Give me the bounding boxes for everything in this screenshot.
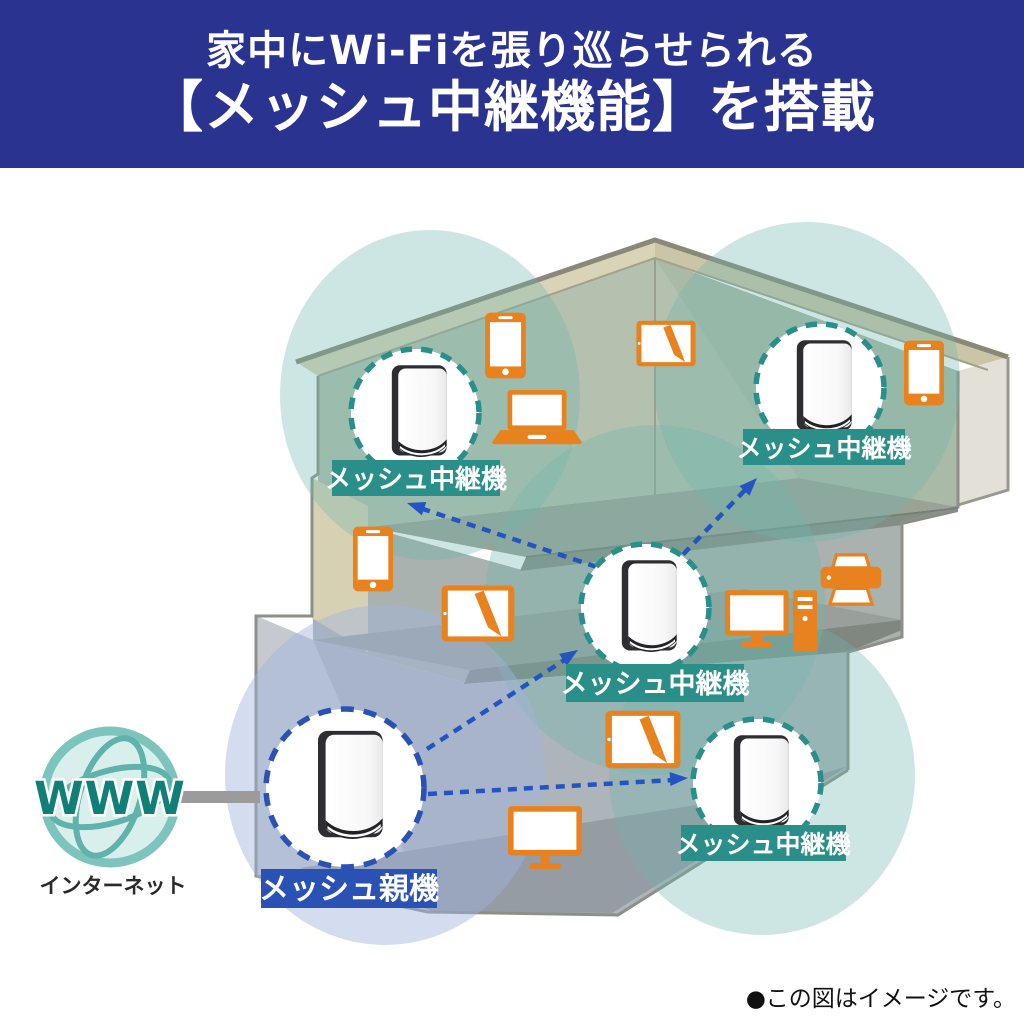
link-parent-to-middle bbox=[425, 657, 568, 751]
mesh-house-diagram: WWW インターネット bbox=[32, 222, 1016, 1012]
slab1-edge-line bbox=[525, 507, 959, 558]
repeater-middle-label: メッシュ中継機 bbox=[561, 669, 750, 700]
eave-underline bbox=[317, 256, 989, 377]
internet-line bbox=[168, 791, 260, 803]
node-repeater-top-left bbox=[348, 346, 482, 480]
arrowhead bbox=[739, 478, 757, 496]
smartphone-icon bbox=[903, 340, 945, 406]
node-repeater-middle bbox=[578, 541, 712, 675]
repeater-bottom-right-label: メッシュ中継機 bbox=[675, 830, 850, 859]
www-text: WWW bbox=[34, 772, 186, 825]
gable-wall bbox=[958, 357, 1008, 505]
roof-right-slope bbox=[655, 240, 1008, 371]
mesh-link-arrowheads bbox=[407, 478, 757, 787]
arrowhead bbox=[407, 502, 427, 516]
header-line1: 家中にWi-Fiを張り巡らせられる bbox=[206, 28, 818, 75]
tablet-pen-icon bbox=[441, 585, 515, 642]
internet-label: インターネット bbox=[40, 874, 187, 898]
router-repeater-illustration bbox=[796, 340, 852, 432]
repeater-label-bg bbox=[681, 825, 846, 861]
tablet-pen-icon bbox=[605, 710, 681, 769]
mesh-links bbox=[419, 487, 748, 797]
tablet-pen-icon bbox=[636, 320, 696, 367]
router-repeater-illustration bbox=[733, 735, 789, 827]
router-repeater-illustration bbox=[391, 365, 447, 457]
node-labels: メッシュ親機 メッシュ中継機 メッシュ中継機 メッシュ中継機 メッシュ中継機 bbox=[259, 429, 912, 908]
node-parent bbox=[263, 706, 427, 870]
repeater-label-bg bbox=[332, 460, 500, 496]
middle-floor-left-column bbox=[312, 478, 368, 652]
left-wall-outline bbox=[254, 376, 849, 917]
node-repeater-bottom-right bbox=[690, 716, 824, 850]
smartphone-icon bbox=[352, 526, 394, 592]
repeater-label-bg bbox=[566, 664, 744, 702]
repeater-top-left-label: メッシュ中継機 bbox=[325, 465, 507, 495]
right-wall-outline bbox=[846, 371, 960, 770]
parent-label: メッシュ親機 bbox=[259, 872, 439, 907]
roof-outline bbox=[295, 237, 1009, 365]
globe-www-icon: WWW bbox=[32, 726, 187, 868]
arrowhead bbox=[559, 650, 578, 666]
header-line2: 【メッシュ中継機能】を搭載 bbox=[147, 75, 876, 140]
router-parent-illustration bbox=[318, 730, 383, 839]
roof-left-slope bbox=[296, 240, 655, 376]
parent-label-bg bbox=[261, 869, 437, 908]
link-middle-to-top-right bbox=[670, 487, 748, 568]
smartphone-icon bbox=[485, 312, 526, 379]
arrowhead bbox=[669, 772, 688, 787]
upper-floor-slab bbox=[368, 478, 958, 557]
router-repeater-illustration bbox=[621, 560, 677, 652]
repeater-top-right-label: メッシュ中継機 bbox=[736, 434, 911, 463]
link-middle-to-top-left bbox=[419, 505, 613, 575]
header-banner: 家中にWi-Fiを張り巡らせられる 【メッシュ中継機能】を搭載 bbox=[0, 0, 1024, 168]
repeater-label-bg bbox=[743, 429, 905, 465]
node-repeater-top-right bbox=[753, 321, 887, 455]
gable-outline bbox=[957, 357, 1010, 507]
footnote: ●この図はイメージです。 bbox=[746, 986, 1016, 1012]
